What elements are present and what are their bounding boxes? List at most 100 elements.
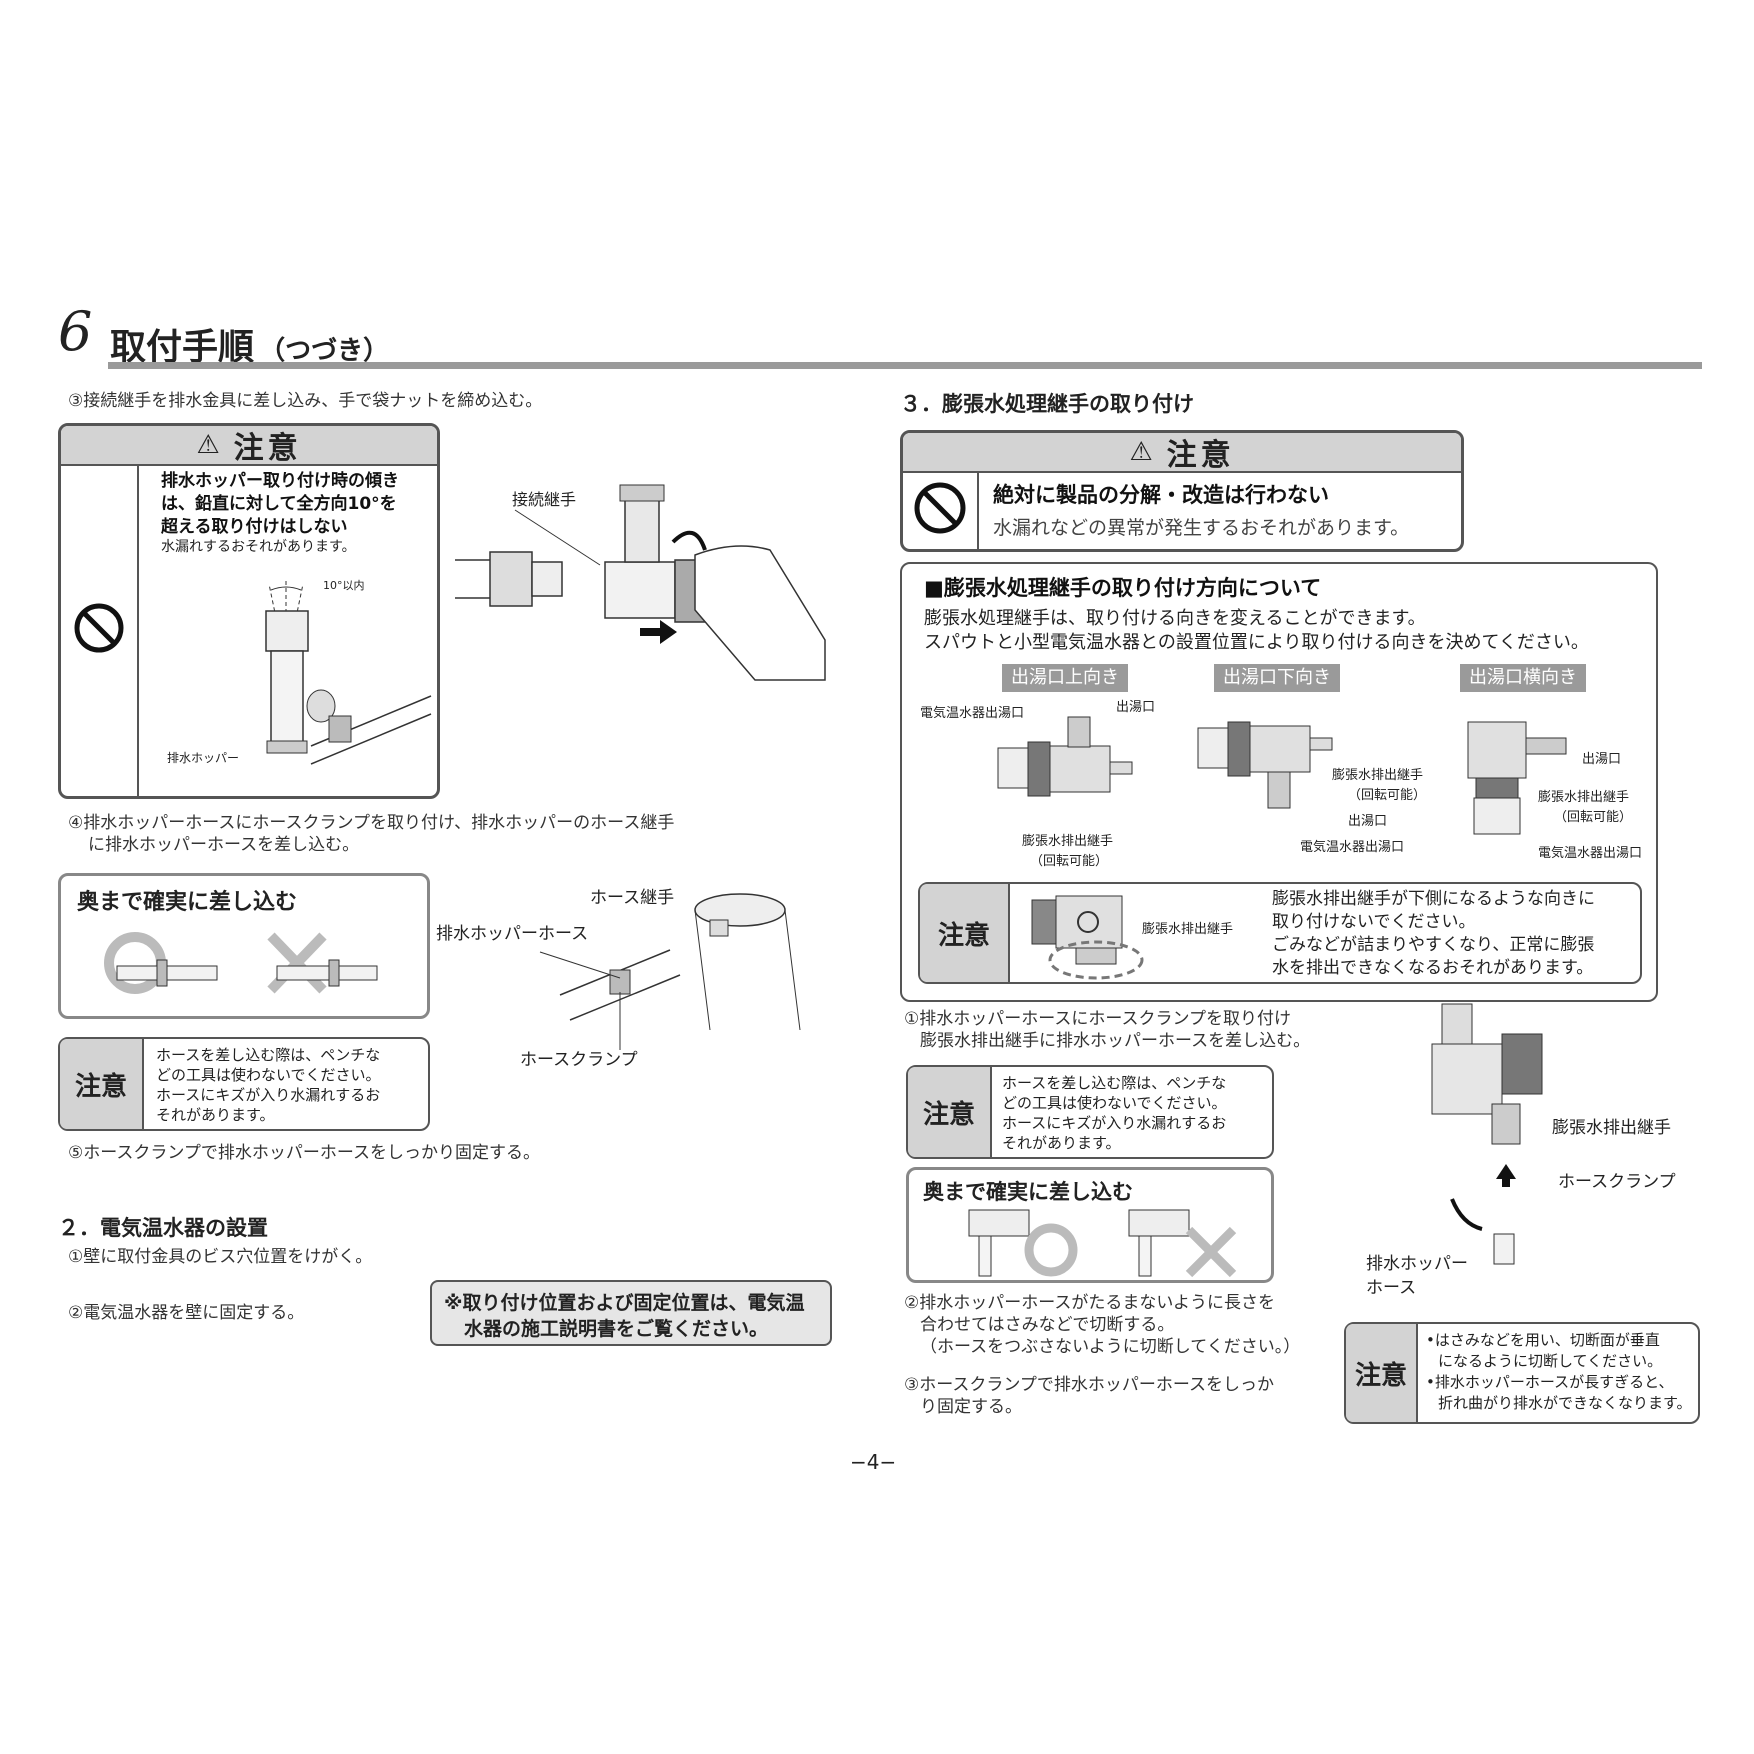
note1-line: どの工具は使わないでください。: [156, 1066, 381, 1084]
fig2-hopper-hose: 排水ホッパーホース: [436, 924, 589, 944]
step4-line1: ④排水ホッパーホースにホースクランプを取り付け、排水ホッパーのホース継手: [68, 813, 675, 833]
note3-label: 注意: [1346, 1324, 1418, 1422]
inner-note-line: 膨張水排出継手が下側になるような向きに: [1272, 889, 1595, 909]
fitting-up-figure: [997, 716, 1133, 797]
fitting-side-figure: [1467, 721, 1567, 835]
note2-label: 注意: [908, 1067, 992, 1157]
hopper-label: 排水ホッパー: [167, 751, 240, 765]
direction-title: ■膨張水処理継手の取り付け方向について: [924, 576, 1322, 600]
direction-box: ■膨張水処理継手の取り付け方向について 膨張水処理継手は、取り付ける向きを変える…: [900, 562, 1658, 1002]
hose-insert-figures: [116, 959, 378, 987]
note-box-1: 注意 ホースを差し込む際は、ペンチな どの工具は使わないでください。 ホースにキ…: [58, 1037, 430, 1131]
note3-line: になるように切断してください。: [1438, 1352, 1663, 1370]
inner-note-text: 膨張水排出継手が下側になるような向きに 取り付けないでください。 ごみなどが詰ま…: [1272, 888, 1595, 980]
note1-label: 注意: [60, 1039, 144, 1129]
note3-line: 折れ曲がり排水ができなくなります。: [1438, 1394, 1692, 1412]
section-number: 6: [58, 300, 93, 363]
note1-line: ホースにキズが入り水漏れするお: [156, 1086, 381, 1104]
hopper-tilt-figure: [265, 581, 432, 765]
direction-desc-1: 膨張水処理継手は、取り付ける向きを変えることができます。: [924, 608, 1426, 629]
note1-line: それがあります。: [156, 1106, 275, 1124]
inner-note-line: 取り付けないでください。: [1272, 912, 1476, 932]
note3-line: •排水ホッパーホースが長すぎると、: [1426, 1373, 1674, 1391]
note3-text: •はさみなどを用い、切断面が垂直 になるように切断してください。 •排水ホッパー…: [1426, 1330, 1692, 1414]
tag-up: 出湯口上向き: [1002, 664, 1128, 692]
note2-line: どの工具は使わないでください。: [1002, 1094, 1227, 1112]
angle-label: 10°以内: [323, 579, 365, 592]
fig3-drain-joint: 膨張水排出継手: [1552, 1118, 1671, 1138]
figa-outlet: 出湯口: [1116, 700, 1156, 715]
inner-note-line: 水を排出できなくなるおそれがあります。: [1272, 958, 1594, 978]
caution2-sub: 水漏れなどの異常が発生するおそれがあります。: [993, 517, 1410, 539]
step4-line2: に排水ホッパーホースを差し込む。: [88, 835, 360, 855]
figa-rotatable: （回転可能）: [1030, 854, 1109, 869]
right-step3-line1: ③ホースクランプで排水ホッパーホースをしっか: [904, 1375, 1275, 1395]
section2-step1: ①壁に取付金具のビス穴位置をけがく。: [68, 1247, 373, 1267]
note2-line: それがあります。: [1002, 1134, 1121, 1152]
note2-line: ホースを差し込む際は、ペンチな: [1002, 1074, 1227, 1092]
right-step2-line3: （ホースをつぶさないように切断してください。）: [920, 1337, 1301, 1357]
figb-heater-outlet: 電気温水器出湯口: [1300, 840, 1405, 855]
caution1-text: 排水ホッパー取り付け時の傾き は、鉛直に対して全方向10°を 超える取り付けはし…: [161, 470, 399, 555]
note-box-3: 注意 •はさみなどを用い、切断面が垂直 になるように切断してください。 •排水ホ…: [1344, 1322, 1700, 1424]
caution-title: 注意: [233, 431, 302, 466]
note1-line: ホースを差し込む際は、ペンチな: [156, 1046, 381, 1064]
caution-box-1: ⚠ 注意 排水ホッパー取り付け時の傾き は、鉛直に対して全方向10°を 超える取…: [58, 423, 440, 799]
prohibited-icon: [74, 603, 124, 653]
fig3-hopper-hose-1: 排水ホッパー: [1366, 1254, 1468, 1274]
fitting-down-figure: [1197, 721, 1333, 809]
caution2-bold: 絶対に製品の分解・改造は行わない: [993, 483, 1329, 507]
right-step3-line2: り固定する。: [920, 1397, 1022, 1417]
caution1-sub: 水漏れするおそれがあります。: [161, 539, 356, 555]
inner-note-fig-label: 膨張水排出継手: [1142, 922, 1234, 937]
figc-rotatable: （回転可能）: [1554, 810, 1633, 825]
drain-joint-figure: [1431, 1003, 1543, 1265]
right-step2-line2: 合わせてはさみなどで切断する。: [920, 1315, 1175, 1335]
caution2-header: ⚠ 注意: [903, 433, 1461, 473]
caution1-line: は、鉛直に対して全方向10°を: [161, 494, 397, 514]
tag-down: 出湯口下向き: [1214, 664, 1340, 692]
page-title: 取付手順 （つづき）: [110, 318, 389, 370]
note3-line: •はさみなどを用い、切断面が垂直: [1426, 1331, 1660, 1349]
figc-outlet: 出湯口: [1582, 752, 1622, 767]
section2-note-line2: 水器の施工説明書をご覧ください。: [464, 1318, 769, 1340]
insert-box-right-title: 奥まで確実に差し込む: [923, 1180, 1133, 1204]
fig2-hose-clamp: ホースクランプ: [520, 1050, 638, 1070]
insert-box-left: 奥まで確実に差し込む: [58, 873, 430, 1019]
right-step1-line1: ①排水ホッパーホースにホースクランプを取り付け: [904, 1009, 1292, 1029]
figa-drain-joint: 膨張水排出継手: [1022, 834, 1114, 849]
right-step2-line1: ②排水ホッパーホースがたるまないように長さを: [904, 1293, 1276, 1313]
note2-line: ホースにキズが入り水漏れするお: [1002, 1114, 1227, 1132]
figb-rotatable: （回転可能）: [1348, 788, 1427, 803]
note2-text: ホースを差し込む際は、ペンチな どの工具は使わないでください。 ホースにキズが入…: [1002, 1073, 1227, 1153]
step3-text: ③接続継手を排水金具に差し込み、手で袋ナットを締め込む。: [68, 391, 543, 411]
fig3-hopper-hose-2: ホース: [1366, 1278, 1417, 1298]
inner-note: 注意 膨張水排出継手 膨張水排出継手が下側になるような向きに 取り付けないでくだ…: [918, 882, 1642, 984]
caution-header: ⚠ 注意: [61, 426, 437, 466]
caution2-divider: [977, 471, 979, 549]
connection-joint-figure: [455, 484, 826, 681]
warning-triangle-icon: ⚠: [1129, 437, 1157, 467]
section2-note-line1: ※取り付け位置および固定位置は、電気温: [444, 1292, 805, 1314]
hose-joint-figure: [539, 893, 801, 1050]
fig1-label: 接続継手: [512, 490, 577, 509]
inner-note-line: ごみなどが詰まりやすくなり、正常に膨張: [1272, 935, 1595, 955]
caution2-title: 注意: [1166, 438, 1235, 473]
figb-drain-joint: 膨張水排出継手: [1332, 768, 1424, 783]
title-sub: （つづき）: [259, 336, 390, 366]
figc-heater-outlet: 電気温水器出湯口: [1538, 846, 1643, 861]
note-box-2: 注意 ホースを差し込む際は、ペンチな どの工具は使わないでください。 ホースにキ…: [906, 1065, 1274, 1159]
caution-box-2: ⚠ 注意 絶対に製品の分解・改造は行わない 水漏れなどの異常が発生するおそれがあ…: [900, 430, 1464, 552]
section2-note: ※取り付け位置および固定位置は、電気温 水器の施工説明書をご覧ください。: [430, 1280, 832, 1346]
section2-step2: ②電気温水器を壁に固定する。: [68, 1303, 305, 1323]
section3-title: ３．膨張水処理継手の取り付け: [900, 392, 1194, 416]
fig2-hose-joint: ホース継手: [590, 888, 675, 908]
step5-text: ⑤ホースクランプで排水ホッパーホースをしっかり固定する。: [68, 1143, 541, 1163]
inner-note-label: 注意: [920, 884, 1010, 982]
note1-text: ホースを差し込む際は、ペンチな どの工具は使わないでください。 ホースにキズが入…: [156, 1045, 381, 1125]
header-rule: [108, 362, 1702, 369]
right-step1-line2: 膨張水排出継手に排水ホッパーホースを差し込む。: [920, 1031, 1311, 1051]
prohibited-icon: [914, 482, 966, 534]
insert-right-figures: [968, 1209, 1237, 1278]
page-number: −4−: [850, 1450, 897, 1474]
